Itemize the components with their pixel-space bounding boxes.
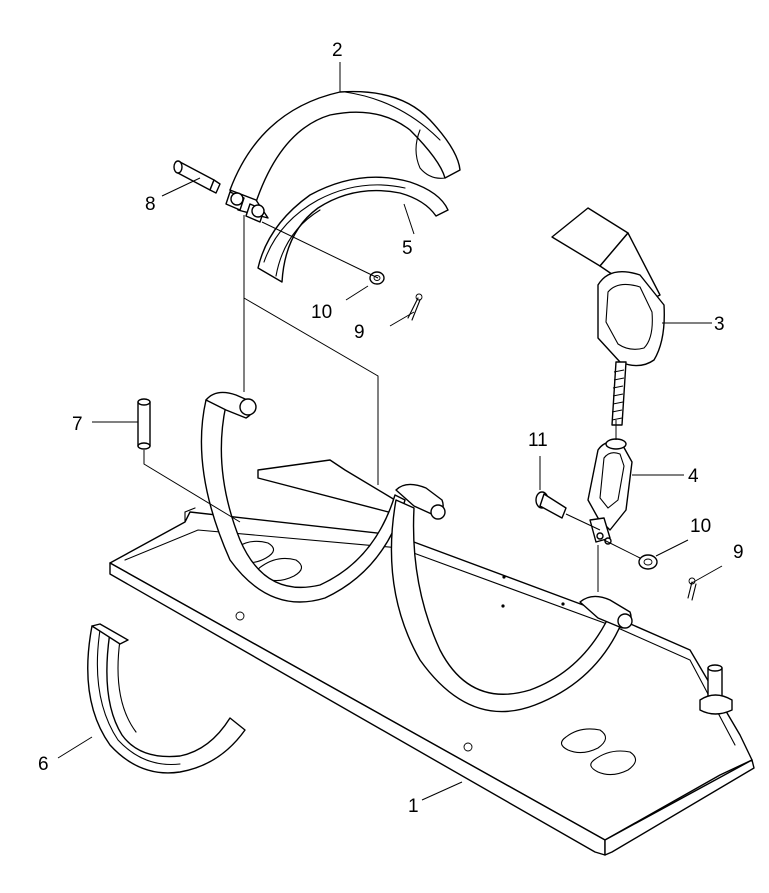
washer-10-lower — [638, 554, 658, 570]
callout-3: 3 — [714, 314, 725, 335]
callout-leaders — [57, 62, 723, 801]
callout-10-lower: 10 — [690, 516, 711, 537]
callout-9-upper: 9 — [354, 322, 365, 343]
callout-6: 6 — [38, 754, 49, 775]
callout-11: 11 — [528, 430, 548, 451]
callout-10-upper: 10 — [311, 302, 332, 323]
callout-1: 1 — [408, 796, 419, 817]
callout-4: 4 — [688, 466, 699, 487]
lower-liner — [87, 623, 246, 774]
lower-strap-right — [390, 483, 633, 713]
pin-11 — [535, 491, 567, 519]
callout-8: 8 — [145, 194, 156, 215]
callout-5: 5 — [402, 238, 413, 259]
clevis — [587, 438, 633, 545]
pin-7 — [137, 398, 151, 450]
callout-2: 2 — [332, 40, 343, 61]
lower-strap-left — [200, 391, 406, 603]
callout-labels: 1 2 3 4 5 6 7 8 9 9 10 10 11 — [38, 40, 744, 817]
upper-liner — [257, 176, 449, 283]
cotter-pin-9-upper — [407, 293, 423, 321]
assembly-lines — [143, 215, 641, 592]
callout-9-lower: 9 — [733, 542, 744, 563]
clamp-bracket — [551, 207, 665, 426]
pin-8 — [173, 160, 265, 223]
callout-7: 7 — [72, 414, 83, 435]
